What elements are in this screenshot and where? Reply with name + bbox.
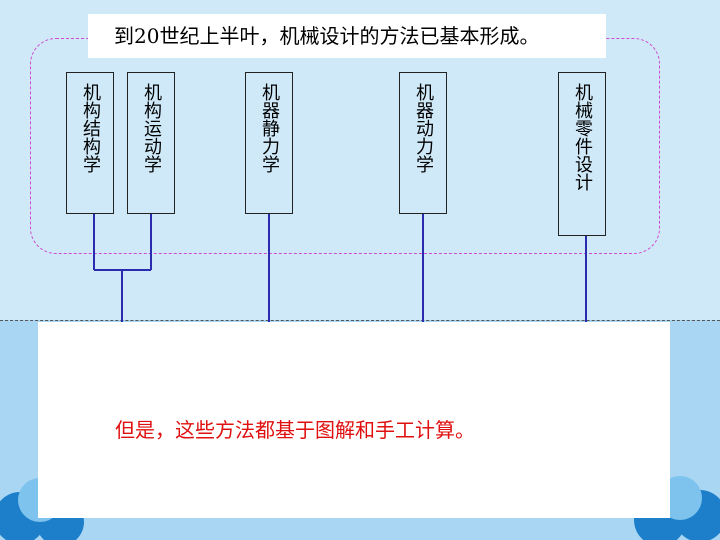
box-mechanism-kinematics: 机构运动学 (127, 72, 175, 214)
box-machine-statics: 机器静力学 (245, 72, 293, 214)
page-title: 到20世纪上半叶，机械设计的方法已基本形成。 (88, 14, 606, 58)
content-panel (38, 322, 670, 518)
note-text: 但是，这些方法都基于图解和手工计算。 (115, 418, 475, 442)
dashed-separator (0, 320, 720, 321)
box-machine-parts-design: 机械零件设计 (558, 72, 606, 236)
box-mechanism-structure: 机构结构学 (66, 72, 114, 214)
box-machine-dynamics: 机器动力学 (399, 72, 447, 214)
